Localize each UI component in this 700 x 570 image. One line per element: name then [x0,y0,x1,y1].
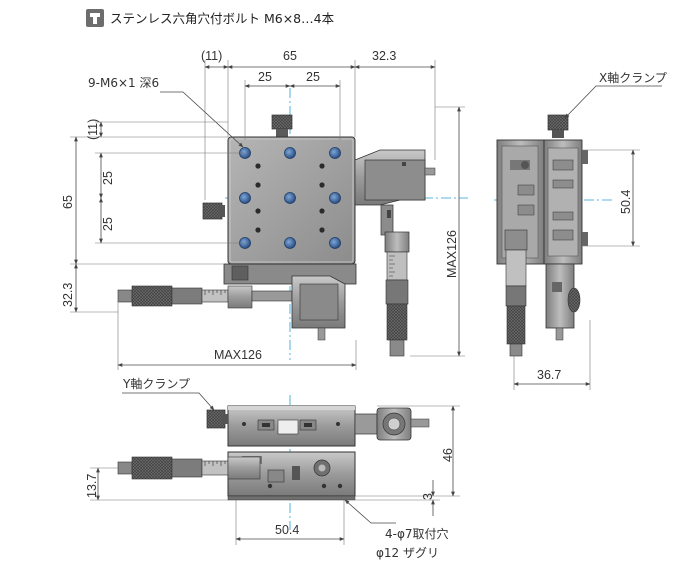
dim-25-d: 25 [101,217,115,231]
mounting-hole [329,237,341,249]
dim-max126-bottom: MAX126 [214,348,262,362]
x-clamp-knob-top [271,114,293,130]
dim-25-c: 25 [101,171,115,185]
dim-11-left: (11) [86,119,100,140]
x-clamp-label: X軸クランプ [599,71,667,85]
mounting-hole [284,237,296,249]
tapped-hole [255,163,261,169]
holes-label: 9-M6×1 深6 [88,76,159,90]
y-micrometer-front [117,456,261,480]
x-micrometer [380,204,410,357]
dim-46: 46 [441,448,455,462]
mount-holes-label: 4-φ7取付穴 [385,526,449,541]
dim-50-4-front: 50.4 [275,523,299,537]
y-micrometer-top [117,285,293,309]
tapped-hole [319,227,325,233]
mounting-hole [239,192,251,204]
tapped-hole [255,208,261,214]
dim-3: 3 [421,493,435,500]
mounting-hole [329,192,341,204]
dim-13-7: 13.7 [85,474,99,498]
dim-50-4-side: 50.4 [619,190,633,214]
front-view: Y軸クランプ 46 3 13.7 50.4 4-φ7取付穴 φ12 ザグリ [85,377,460,560]
small-tapped-holes [255,163,325,233]
tapped-hole [319,208,325,214]
dim-36-7: 36.7 [537,368,561,382]
tapped-hole [319,182,325,188]
mounting-hole [329,147,341,159]
mounting-hole [284,147,296,159]
tapped-hole [255,182,261,188]
dim-25-a: 25 [258,70,272,84]
header: ステンレス六角穴付ボルト M6×8…4本 [86,9,335,27]
dim-25-b: 25 [306,70,320,84]
top-view: (11) 65 32.3 25 25 9-M6×1 深6 (11) 25 65 … [61,49,468,370]
dim-65-top: 65 [283,49,297,63]
mounting-holes [239,147,341,249]
tapped-hole [319,163,325,169]
counterbore-label: φ12 ザグリ [376,546,439,560]
side-view: X軸クランプ 50.4 36.7 [494,71,667,390]
dim-32-3-left: 32.3 [61,283,75,307]
hex-bolt-icon [86,9,104,27]
dim-65-left: 65 [61,195,75,209]
header-title: ステンレス六角穴付ボルト M6×8…4本 [110,11,335,26]
dim-max126-right: MAX126 [445,230,459,278]
dim-11-top: (11) [201,49,222,63]
tapped-hole [255,227,261,233]
x-clamp-knob-side [547,114,569,131]
dim-32-3-top: 32.3 [372,49,396,63]
mounting-hole [284,192,296,204]
y-clamp-label: Y軸クランプ [122,377,190,391]
